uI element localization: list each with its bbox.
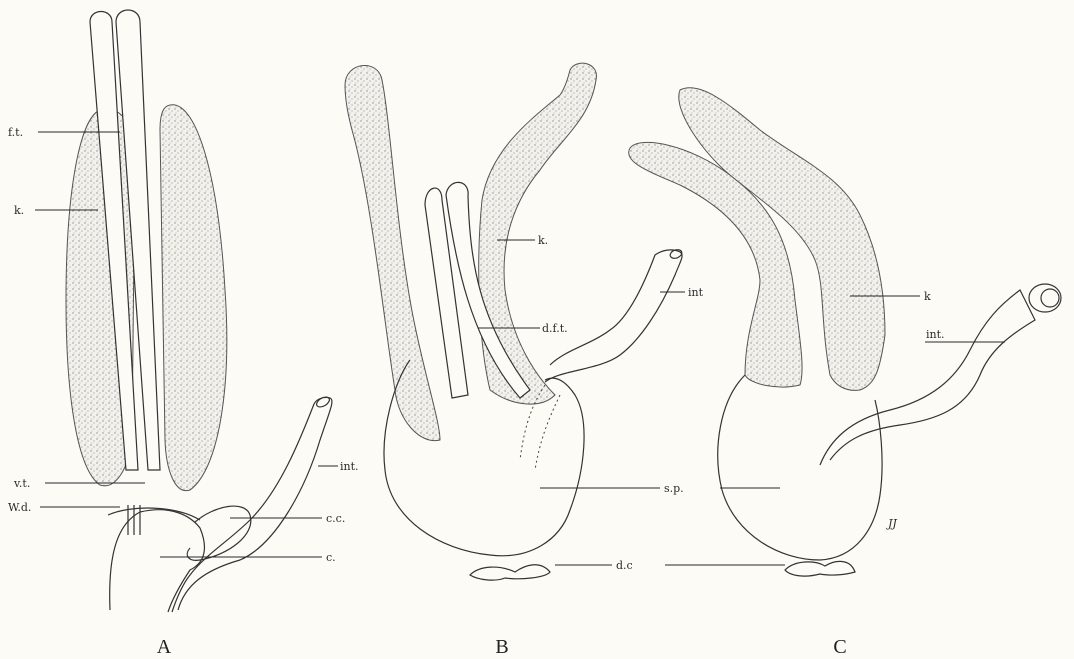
label-a-wd: W.d. <box>8 501 31 514</box>
panel-label-a: A <box>157 636 172 658</box>
artist-signature: JJ <box>886 517 897 530</box>
panel-c-dc-base <box>785 561 855 576</box>
label-a-k: k. <box>14 204 24 217</box>
label-a-cc: c.c. <box>326 512 345 525</box>
label-a-c: c. <box>326 551 336 564</box>
label-c-k: k <box>924 290 931 303</box>
label-c-int: int. <box>926 328 945 341</box>
label-b-dc: d.c <box>616 559 633 572</box>
panel-a-cloacal-caecum <box>187 506 251 560</box>
label-b-k: k. <box>538 234 548 247</box>
panel-b-dc-base <box>470 565 550 580</box>
panel-label-c: C <box>833 636 846 658</box>
label-b-sp: s.p. <box>664 482 684 495</box>
panel-a-cloaca-body <box>110 510 205 612</box>
panel-label-b: B <box>495 636 508 658</box>
label-b-dft: d.f.t. <box>542 322 568 335</box>
label-b-int: int <box>688 286 704 299</box>
panel-b-intestine <box>545 250 682 382</box>
label-a-vt: v.t. <box>13 477 30 490</box>
label-a-ft: f.t. <box>8 126 23 139</box>
panel-a-kidney-right <box>160 105 227 491</box>
panel-b-kidney-left <box>345 65 440 440</box>
label-a-int: int. <box>340 460 359 473</box>
panel-c-sac <box>718 375 882 560</box>
panel-a-drawing <box>35 10 338 612</box>
panel-c-drawing <box>629 88 1061 576</box>
